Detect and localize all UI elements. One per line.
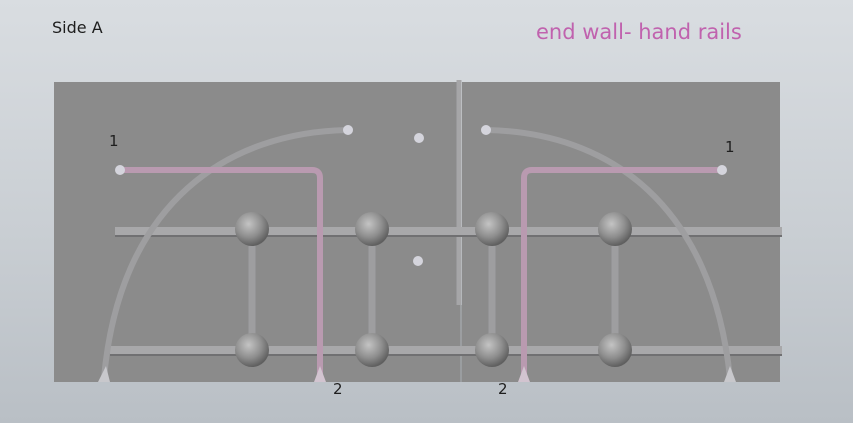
marker-2-left: 2 <box>333 380 343 398</box>
side-label: Side A <box>52 18 103 37</box>
curved-rail-end-cap <box>343 125 353 135</box>
curved-rail-end-cap <box>481 125 491 135</box>
mounting-points <box>115 125 727 266</box>
marker-2-right: 2 <box>498 380 508 398</box>
right-hand-rail-foot <box>518 366 530 382</box>
left-hand-rail <box>120 167 323 382</box>
left-curved-rail <box>101 127 349 379</box>
right-curved-rail <box>485 127 733 379</box>
marker-1-right: 1 <box>725 138 735 156</box>
hand-rail-end-cap <box>717 165 727 175</box>
mounting-dot <box>413 256 423 266</box>
rail-joint-knob <box>355 333 389 367</box>
rail-joint-knob <box>598 333 632 367</box>
rail-joint-knob <box>355 212 389 246</box>
diagram-title: end wall- hand rails <box>536 20 742 44</box>
hand-rail-end-cap <box>115 165 125 175</box>
mounting-dot <box>414 133 424 143</box>
rail-joint-knob <box>475 212 509 246</box>
rail-joint-knob <box>235 212 269 246</box>
rail-joint-knob <box>475 333 509 367</box>
right-hand-rail <box>521 167 722 382</box>
left-hand-rail-foot <box>314 366 326 382</box>
rail-joint-knob <box>598 212 632 246</box>
rail-joints <box>235 212 632 367</box>
rail-joint-knob <box>235 333 269 367</box>
marker-1-left: 1 <box>109 132 119 150</box>
right-rail-foot <box>724 366 736 382</box>
left-rail-foot <box>98 366 110 382</box>
vertical-connectors <box>248 231 619 350</box>
